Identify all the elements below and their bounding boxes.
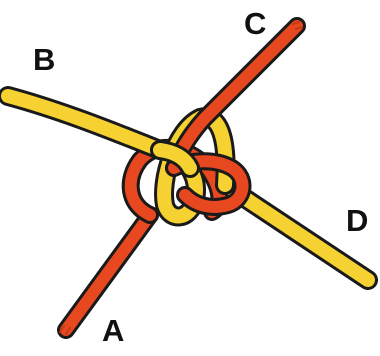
- cord-c-red: [174, 26, 297, 168]
- label-d: D: [346, 205, 368, 236]
- cord-b-yellow: [8, 96, 160, 150]
- label-a: A: [102, 315, 124, 346]
- label-b: B: [33, 44, 55, 75]
- label-c: C: [244, 8, 266, 39]
